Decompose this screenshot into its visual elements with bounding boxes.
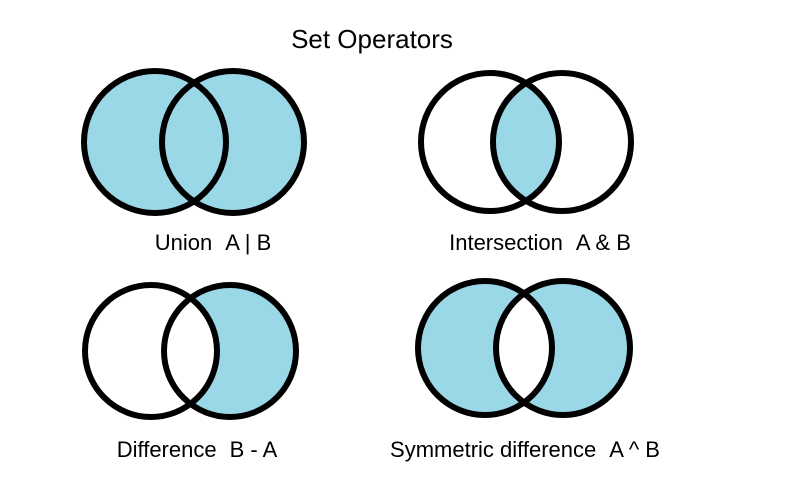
intersection-caption: Intersection A & B <box>390 230 690 256</box>
difference-caption: Difference B - A <box>47 437 347 463</box>
difference-caption-expr: B - A <box>229 437 278 462</box>
venn-difference-diagram <box>82 282 299 420</box>
union-caption-expr: A | B <box>225 230 272 255</box>
difference-caption-name: Difference <box>116 437 217 462</box>
intersection-caption-name: Intersection <box>449 230 563 255</box>
union-caption-name: Union <box>154 230 213 255</box>
union-caption: Union A | B <box>63 230 363 256</box>
symmetric-difference-caption: Symmetric difference A ^ B <box>345 437 705 463</box>
page-title: Set Operators <box>291 24 453 54</box>
intersection-caption-expr: A & B <box>575 230 631 255</box>
symmetric-difference-caption-expr: A ^ B <box>609 437 660 462</box>
symmetric-difference-caption-name: Symmetric difference <box>390 437 597 462</box>
venn-union-diagram <box>81 68 307 216</box>
venn-symmetric-difference-diagram <box>415 278 633 418</box>
venn-intersection-diagram <box>418 70 634 214</box>
